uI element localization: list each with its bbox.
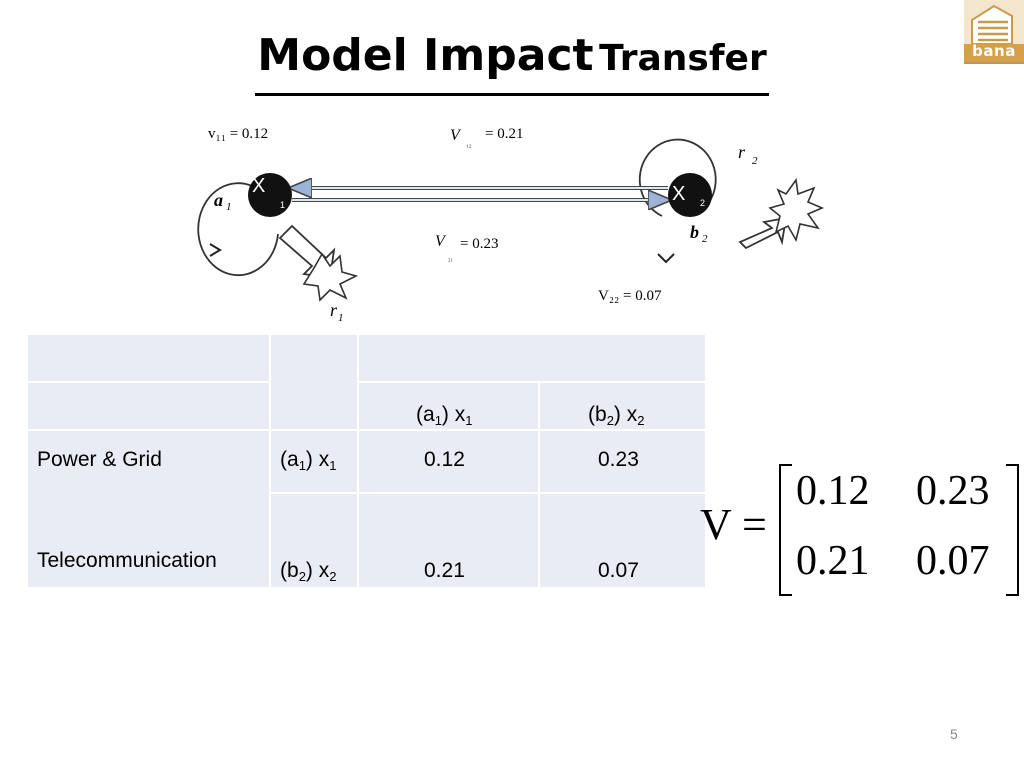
node-x2-sub: 2 [700,198,705,208]
row1-value-1: 0.12 [424,448,465,471]
table-hline-1b [357,381,705,383]
matrix-brackets [779,464,1019,596]
table-vline-2 [357,335,359,587]
v21-sub: ₂₁ [448,254,453,262]
logo-text: bana [972,42,1016,60]
a1-label: a [214,190,223,210]
impact-network-diagram: v₁₁ = 0.12 V ₁₂ = 0.21 V ₂₁ = 0.23 V₂₂ =… [197,126,825,324]
table-hline-1a [28,381,269,383]
v21-symbol: V [435,233,447,250]
v12-value: = 0.21 [485,126,523,142]
node-x2-label: X [672,183,685,205]
loop-a1-arrow-icon [209,243,222,257]
burst-r2-icon [768,177,825,243]
matrix-m22: 0.07 [916,538,990,584]
node-x2 [668,173,712,217]
matrix-equation: V = 0.12 0.23 0.21 0.07 [700,455,1024,605]
v21-value: = 0.23 [460,236,498,252]
v12-symbol: V [450,127,462,144]
v11-label: v₁₁ = 0.12 [208,126,268,142]
burst-r1-icon [302,252,359,302]
title-main: Model Impact [257,30,594,81]
building-logo-icon [964,0,1024,48]
impact-table: (a1) x1 (b2) x2 Power & Grid (a1) x1 0.1… [28,335,705,587]
row2-sector: Telecommunication [37,549,217,572]
row1-node: (a1) x1 [280,448,337,473]
loop-a1 [197,182,279,277]
v22-label: V₂₂ = 0.07 [598,288,662,304]
slide-title: Model Impact Transfer [0,28,1024,96]
col-header-b2: (b2) x2 [588,403,645,428]
matrix-m12: 0.23 [916,468,990,514]
matrix-m21: 0.21 [796,538,870,584]
r2-label: r [738,142,746,162]
node-x1-label: X [252,175,265,197]
loop-b2 [638,138,717,217]
row2-value-1: 0.21 [424,559,465,582]
table-vline-3 [538,381,540,587]
r1-sub: 1 [338,312,344,324]
table-hline-3 [269,492,705,494]
node-x1-sub: 1 [280,200,285,210]
matrix-lhs: V = [700,500,767,549]
logo-band [964,44,1024,62]
title-rest: Transfer [599,38,767,79]
b2-sub: 2 [702,233,708,245]
matrix-m11: 0.12 [796,468,870,514]
r2-sub: 2 [752,155,758,167]
v12-sub: ₁₂ [466,139,472,148]
table-hline-2 [28,429,705,431]
a1-sub: 1 [226,201,232,213]
col-header-a1: (a1) x1 [416,403,473,428]
loop-b2-arrow-icon [657,253,675,264]
table-vline-1 [269,335,271,587]
node-x1 [248,173,292,217]
row1-value-2: 0.23 [598,448,639,471]
row2-value-2: 0.07 [598,559,639,582]
r1-label: r [330,300,338,320]
company-logo: bana [964,0,1024,64]
row2-node: (b2) x2 [280,559,337,584]
shock-arrow-r2-icon [738,216,788,250]
row1-sector: Power & Grid [37,448,162,471]
b2-label: b [690,222,699,242]
slide-number: 5 [950,726,958,742]
